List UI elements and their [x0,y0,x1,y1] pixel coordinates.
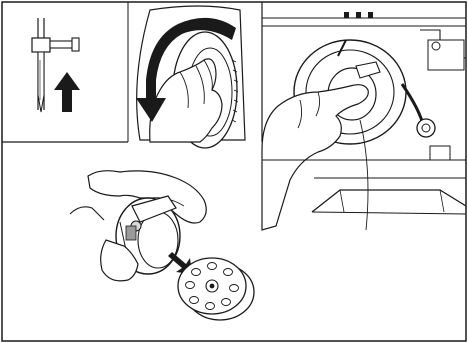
bed-cover-base [312,212,466,214]
bobbin-hole-7 [190,297,199,304]
needle-clamp-screw [50,41,74,48]
screw-head [72,38,79,51]
tension-screw [126,226,136,240]
needle [38,52,44,112]
falling-bobbin [178,258,254,320]
panel-bobbin-case-removal [262,12,466,230]
bobbin-hole-4 [230,285,239,292]
lower-mechanism-block [430,146,450,160]
up-arrow-icon [54,72,80,112]
feed-dog-3 [368,12,373,18]
bobbin-axle [210,284,215,289]
mechanism-screw [432,42,440,50]
bed-cover-plate [312,190,466,212]
panel-handwheel-turn [128,2,245,148]
race-clamp-screw [422,124,430,132]
needle-clamp [32,38,50,52]
bobbin-hole-3 [224,269,233,276]
bobbin-hole-6 [206,303,215,310]
feed-dog-1 [344,12,349,18]
feed-dog-2 [356,12,361,18]
bobbin-hole-1 [192,269,201,276]
bed-cover-edges [340,190,444,212]
hand-reaching-race [262,85,368,230]
bobbin-hole-5 [222,299,231,306]
bobbin-hole-2 [208,263,217,270]
lower-finger-edge [70,207,104,220]
panel-bobbin-drop-out [70,171,254,320]
bobbin-hole-8 [186,282,195,289]
panel-needle-raise [32,18,80,112]
